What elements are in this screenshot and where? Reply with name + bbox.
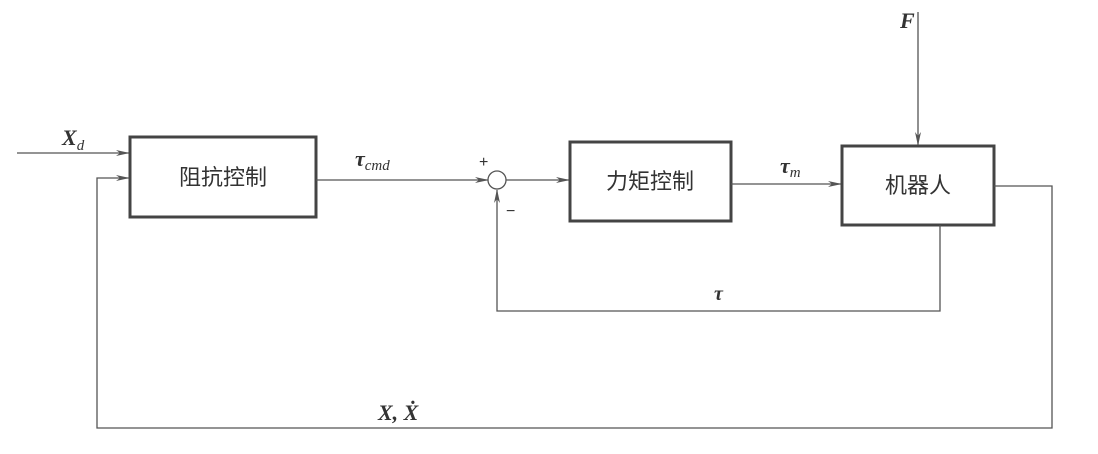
motor-torque-label: τm (780, 153, 801, 181)
robot-label: 机器人 (885, 174, 951, 199)
minus-sign: − (506, 203, 515, 220)
plus-sign: + (479, 154, 488, 171)
external-force-label: F (899, 8, 915, 33)
state-feedback-label: X, Ẋ (377, 400, 420, 425)
impedance-control-label: 阻抗控制 (179, 166, 267, 191)
impedance-control-block (128, 135, 318, 219)
desired-position-label: Xd (61, 125, 85, 154)
state-feedback-path (96, 175, 1053, 429)
torque-feedback-label: τ (714, 283, 724, 305)
torque-control-block (568, 140, 733, 223)
torque-control-label: 力矩控制 (606, 170, 694, 195)
summing-junction (487, 170, 507, 190)
torque-feedback-path (494, 189, 941, 312)
torque-command-label: τcmd (355, 146, 390, 174)
robot-block (840, 144, 996, 227)
